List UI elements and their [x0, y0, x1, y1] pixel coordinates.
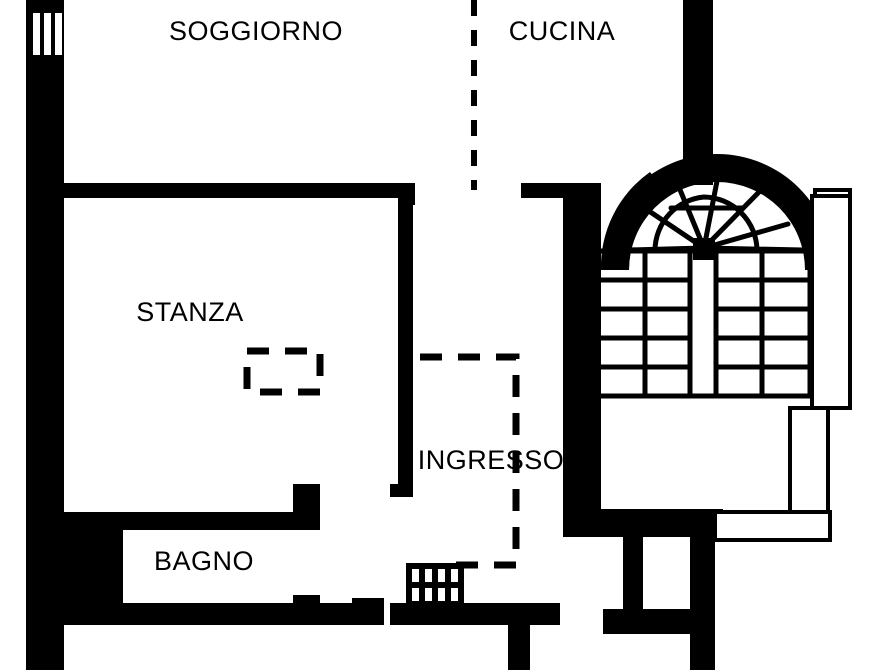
arch-band: [601, 154, 833, 270]
wall-bagno-left: [59, 512, 123, 617]
wall-exterior-left-lower: [26, 510, 64, 670]
wall-entry-platform-step: [352, 598, 384, 625]
wall-stairwell-left: [563, 183, 601, 513]
right-landing-outline: [713, 188, 852, 542]
window-bar-1: [33, 13, 40, 55]
wall-entry-slab-drop: [508, 603, 530, 670]
stanza-fixture-dashed: [243, 347, 324, 396]
dashed-group: [243, 0, 520, 569]
wall-bagno-top: [59, 512, 319, 530]
winder-ray-4: [701, 173, 721, 251]
stair-winders: [626, 173, 806, 260]
wall-lower-partition-foot: [603, 609, 715, 634]
wall-lower-partition-left: [623, 509, 643, 634]
winder-ray-3: [673, 177, 707, 251]
room-labels: SOGGIORNO CUCINA STANZA INGRESSO BAGNO: [136, 16, 615, 576]
room-label-ingresso: INGRESSO: [418, 445, 565, 475]
wall-soggiorno-stanza: [59, 183, 414, 198]
wall-bagno-jamb-top: [293, 484, 320, 530]
wall-cucina-right: [683, 0, 713, 140]
room-label-cucina: CUCINA: [509, 16, 616, 46]
winder-ray-2: [637, 202, 707, 251]
wall-stairwell-left-spur: [521, 183, 601, 198]
room-label-bagno: BAGNO: [154, 546, 254, 576]
winder-ray-7: [701, 245, 806, 253]
wall-entry-platform: [59, 603, 384, 625]
arch-top-connector: [683, 140, 713, 185]
winder-inner-arc: [652, 194, 760, 253]
wall-lower-partition-right: [690, 509, 715, 670]
winder-ray-6: [701, 221, 791, 251]
room-label-stanza: STANZA: [136, 297, 244, 327]
window-bar-3: [55, 13, 62, 55]
entry-grille: [406, 563, 464, 607]
arch-band-left-thicken: [600, 172, 668, 270]
stairwell-arch: [600, 140, 833, 270]
landing-outline-lower: [788, 406, 830, 514]
landing-outline-bottom: [713, 510, 832, 542]
window-bar-2: [44, 13, 51, 55]
landing-outline-strip: [810, 194, 852, 410]
wall-stanza-right-jamb: [390, 484, 413, 497]
ingresso-boundary-dashed: [420, 353, 520, 569]
room-label-soggiorno: SOGGIORNO: [169, 16, 343, 46]
wall-stanza-right-head: [398, 183, 415, 205]
winder-ray-1: [626, 245, 707, 253]
wall-group: [26, 0, 723, 670]
window-left: [33, 13, 62, 55]
winder-ray-5: [701, 188, 763, 251]
wall-stanza-right: [398, 183, 413, 497]
